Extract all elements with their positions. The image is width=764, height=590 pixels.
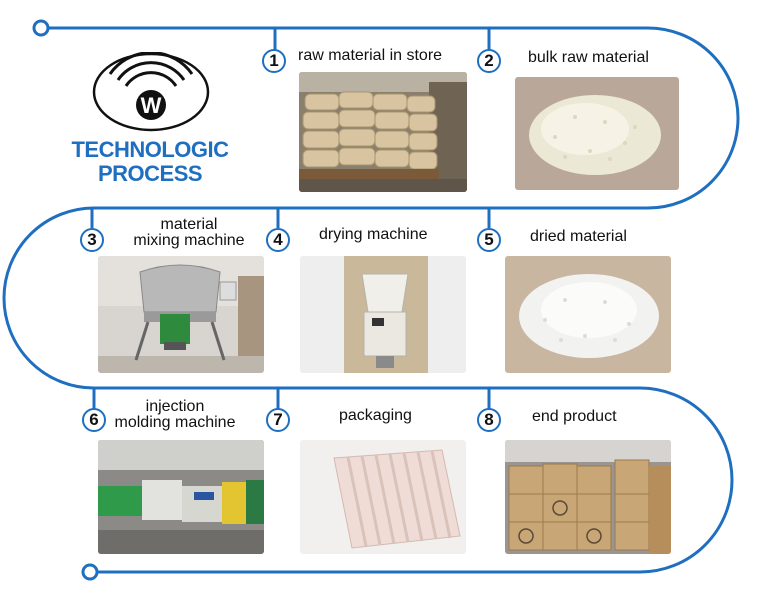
step-number-8: 8: [477, 408, 501, 432]
step-label-4: drying machine: [319, 226, 428, 243]
step-number-2: 2: [477, 49, 501, 73]
step-label-2: bulk raw material: [528, 49, 649, 66]
company-logo: W: [92, 51, 210, 132]
step-number-6: 6: [82, 408, 106, 432]
step-label-6-line-1: injection: [145, 398, 205, 415]
title-line-1: TECHNOLOGIC: [71, 137, 229, 162]
step-label-6: injection molding machine: [100, 399, 250, 431]
step-label-3-line-1: material: [160, 216, 218, 233]
bulk-raw-material-photo: [515, 77, 679, 190]
step-label-3: material mixing machine: [104, 217, 274, 249]
raw-material-store-photo: [299, 72, 467, 192]
step-number-5: 5: [477, 228, 501, 252]
page-title: TECHNOLOGIC PROCESS: [60, 138, 240, 186]
drying-machine-photo: [300, 256, 466, 373]
step-number-4: 4: [266, 228, 290, 252]
step-label-8: end product: [532, 408, 617, 425]
step-number-1: 1: [262, 49, 286, 73]
step-number-3: 3: [80, 228, 104, 252]
step-label-7: packaging: [339, 407, 412, 424]
step-number-7: 7: [266, 408, 290, 432]
dried-material-photo: [505, 256, 671, 373]
mixing-machine-photo: [98, 256, 264, 373]
step-label-6-line-2: molding machine: [114, 414, 236, 431]
logo-letter: W: [141, 93, 162, 118]
step-label-5: dried material: [530, 228, 627, 245]
title-line-2: PROCESS: [97, 161, 203, 186]
step-label-3-line-2: mixing machine: [133, 232, 245, 249]
step-label-1: raw material in store: [298, 47, 443, 64]
end-product-photo: [505, 440, 671, 554]
injection-molding-photo: [98, 440, 264, 554]
packaging-photo: [300, 440, 466, 554]
